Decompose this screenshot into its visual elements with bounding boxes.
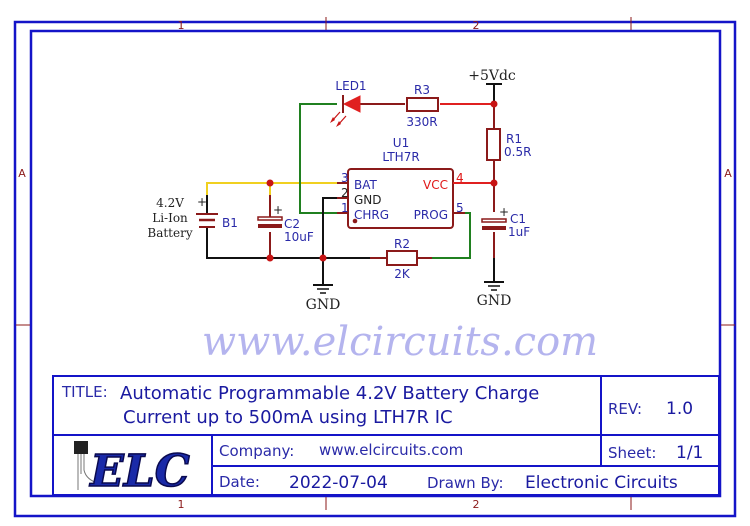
junction <box>266 179 274 187</box>
pin-num-4: 4 <box>456 171 464 185</box>
company-value: www.elcircuits.com <box>319 441 463 459</box>
transistor-icon <box>74 441 88 454</box>
company-key: Company: <box>219 442 294 460</box>
r3-body <box>406 97 439 112</box>
date-value: 2022-07-04 <box>289 473 388 493</box>
date-key: Date: <box>219 473 260 491</box>
r3-value: 330R <box>406 115 437 129</box>
u1-ref: U1 <box>393 136 409 150</box>
junction <box>490 100 498 108</box>
wire-chrg-led-net <box>299 103 337 214</box>
title-block: TITLE: Automatic Programmable 4.2V Batte… <box>52 375 720 498</box>
led-triangle <box>342 95 361 113</box>
c1-plate-positive <box>481 218 507 223</box>
zone-right-a: A <box>724 167 732 180</box>
gnd-label: GND <box>306 297 341 313</box>
c2-plate-positive <box>257 216 283 221</box>
r3: R3 330R <box>406 83 439 129</box>
c1-plate-negative <box>482 226 506 230</box>
transistor-lead <box>83 454 101 485</box>
u1-value: LTH7R <box>382 150 419 164</box>
r3-ref: R3 <box>414 83 430 97</box>
junction <box>266 254 274 262</box>
watermark: www.elcircuits.com <box>202 319 598 365</box>
c2-plate-negative <box>258 224 282 228</box>
junction <box>490 179 498 187</box>
c2-ref: C2 <box>284 217 300 231</box>
junction <box>319 254 327 262</box>
pin1-marker <box>352 218 358 224</box>
u1-ic: U1 LTH7R 3 BAT 2 GND 1 CHRG 4 VCC 5 PROG <box>337 136 465 229</box>
r2-value: 2K <box>394 267 411 281</box>
led1: LED1 <box>330 79 367 127</box>
led1-ref: LED1 <box>335 79 366 93</box>
zone-top-1: 1 <box>178 19 185 32</box>
b1-desc-type: Li-Ion <box>152 211 188 225</box>
zone-left-a: A <box>18 167 26 180</box>
c2-plus: + <box>273 203 283 217</box>
wire-bat-net <box>206 182 347 195</box>
power-label: +5Vdc <box>468 68 516 84</box>
zone-bottom-1: 1 <box>178 498 185 511</box>
c1-capacitor: + C1 1uF <box>481 205 530 239</box>
gnd-symbol-right: GND <box>477 281 512 309</box>
pin-name-vcc: VCC <box>423 178 448 192</box>
pin-name-gnd: GND <box>354 193 382 207</box>
sheet-key: Sheet: <box>608 444 656 462</box>
c2-capacitor: + C2 10uF <box>257 195 314 244</box>
led-arrowhead <box>336 121 341 127</box>
gnd-label: GND <box>477 293 512 309</box>
zone-bottom-2: 2 <box>473 498 480 511</box>
sheet-value: 1/1 <box>676 443 703 463</box>
r2-body <box>386 250 418 266</box>
logo-text: ELC <box>88 446 190 497</box>
drawn-by-key: Drawn By: <box>427 474 504 492</box>
rev-key: REV: <box>608 400 642 418</box>
zone-top-2: 2 <box>473 19 480 32</box>
r2: R2 2K <box>370 237 432 281</box>
c1-value: 1uF <box>508 225 530 239</box>
b1-battery: + B1 4.2V Li-Ion Battery <box>147 195 238 240</box>
b1-plus: + <box>197 195 207 209</box>
c1-plus: + <box>499 205 509 219</box>
pin-num-2: 2 <box>341 186 349 200</box>
title-key: TITLE: <box>61 383 108 401</box>
r1-body <box>486 128 501 161</box>
pin-num-3: 3 <box>341 171 349 185</box>
pin-name-chrg: CHRG <box>354 208 389 222</box>
b1-desc-battery: Battery <box>147 226 192 240</box>
gnd-symbol-left: GND <box>306 284 341 313</box>
outer-frame <box>13 20 737 518</box>
rev-value: 1.0 <box>666 399 693 419</box>
title-line-2: Current up to 500mA using LTH7R IC <box>123 407 453 428</box>
c1-ref: C1 <box>510 212 526 226</box>
wire-u1-gnd <box>322 197 337 285</box>
b1-ref: B1 <box>222 216 238 230</box>
r1: R1 0.5R <box>486 128 531 161</box>
pin-name-bat: BAT <box>354 178 378 192</box>
led-arrowhead <box>330 117 335 123</box>
r2-ref: R2 <box>394 237 410 251</box>
pin-name-prog: PROG <box>414 208 448 222</box>
pin-num-5: 5 <box>456 201 464 215</box>
b1-desc-voltage: 4.2V <box>156 196 184 210</box>
c2-value: 10uF <box>284 230 314 244</box>
r1-ref: R1 <box>506 132 522 146</box>
title-line-1: Automatic Programmable 4.2V Battery Char… <box>120 383 539 404</box>
elc-logo: ELC <box>74 441 191 498</box>
pin-num-1: 1 <box>341 201 349 215</box>
r1-value: 0.5R <box>504 145 531 159</box>
drawn-by-value: Electronic Circuits <box>525 473 678 493</box>
